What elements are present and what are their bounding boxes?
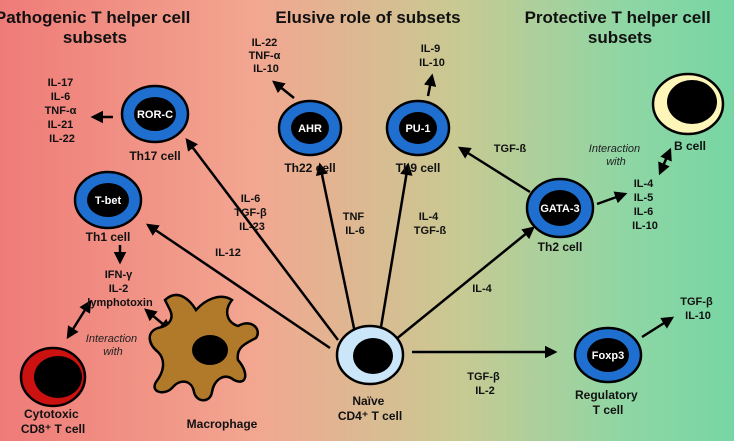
cytotoxic-cell [19,346,87,408]
arrow-naive-to-th1 [145,223,331,350]
th2-marker: GATA-3 [540,203,579,215]
th1-cell: T-bet [73,170,143,230]
treg-output-cytokines: TGF-β IL-10 [680,296,715,322]
th2-inducing-cytokine: IL-4 [472,283,492,295]
header-elusive: Elusive role of subsets [275,8,460,27]
th17-label: Th17 cell [129,149,180,163]
th2-output-cytokines: IL-4 IL-5 IL-6 IL-10 [632,178,658,232]
macrophage-label: Macrophage [187,417,258,431]
b-cell-label: B cell [674,139,706,153]
interaction-label-right: Interaction with [589,143,643,168]
cytotoxic-label: Cytotoxic CD8⁺ T cell [21,407,85,436]
arrow-interaction-cytotoxic [66,299,92,340]
th2-cell: GATA-3 [525,177,595,239]
th22-label: Th22 cell [284,161,335,175]
naive-cell [335,324,405,386]
arrow-naive-to-th17 [185,138,339,341]
arrow-th2-to-th9 [457,146,531,194]
naive-label: Naïve CD4⁺ T cell [338,394,402,423]
th9-cell: PU-1 [385,99,451,157]
th22-marker: AHR [298,123,322,135]
header-protective: Protective T helper cell subsets [525,8,716,47]
arrow-naive-to-th9 [378,162,413,334]
arrow-interaction-bcell [658,147,672,176]
treg-inducing-cytokines: TGF-β IL-2 [467,371,502,397]
arrows [66,73,675,359]
th22-inducing-cytokines: TNF IL-6 [343,211,367,237]
arrow-th2-out [596,191,628,206]
th17-marker: ROR-C [137,109,173,121]
th1-inducing-cytokine: IL-12 [215,247,241,259]
th9-marker: PU-1 [405,123,430,135]
th17-inducing-cytokines: IL-6 TGF-β IL-23 [234,193,269,233]
macrophage-cell [148,293,259,402]
arrow-naive-to-th22 [315,162,357,334]
th9-inducing-cytokines: IL-4 TGF-ß [414,211,447,237]
th1-label: Th1 cell [86,230,131,244]
arrow-naive-to-th2 [394,226,535,341]
treg-marker: Foxp3 [592,350,624,362]
arrow-th22-out [272,80,295,99]
header-pathogenic: Pathogenic T helper cell subsets [0,8,195,47]
th17-cell: ROR-C [120,84,190,144]
th2-label: Th2 cell [538,240,583,254]
arrow-treg-out [641,316,675,339]
th2-to-th9-cytokine: TGF-ß [494,143,527,155]
b-cell [651,72,725,136]
arrow-th9-out [423,73,437,97]
th9-output-cytokines: IL-9 IL-10 [419,43,445,69]
th22-output-cytokines: IL-22 TNF-α IL-10 [249,37,284,75]
th17-output-cytokines: IL-17 IL-6 TNF-α IL-21 IL-22 [45,77,80,145]
treg-label: Regulatory T cell [575,388,641,417]
th22-cell: AHR [277,99,343,157]
th1-output-cytokines: IFN-γ IL-2 lymphotoxin [87,269,153,309]
th1-marker: T-bet [95,195,122,207]
interaction-label-left: Interaction with [86,333,140,358]
th9-label: Th9 cell [396,161,441,175]
treg-cell: Foxp3 [573,326,643,384]
